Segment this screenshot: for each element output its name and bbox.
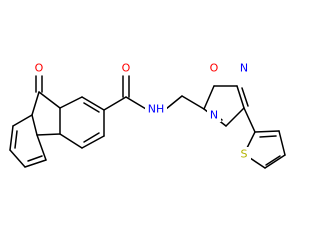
bond: [165, 95, 183, 110]
bond: [125, 96, 147, 110]
bond: [9, 149, 26, 168]
bond: [31, 91, 40, 116]
bond: [241, 87, 249, 107]
bonds: [9, 75, 286, 169]
oxadiazole-oxygen-label: O: [210, 62, 219, 75]
bond: [81, 135, 105, 149]
bond: [27, 155, 43, 162]
bond: [259, 135, 277, 138]
amide-nitrogen-label: NH: [148, 103, 165, 116]
bond: [36, 133, 61, 136]
bond: [181, 95, 205, 110]
bond: [38, 91, 61, 109]
bond: [24, 159, 47, 168]
bond: [59, 96, 83, 109]
bond: [265, 155, 281, 166]
bond: [83, 132, 100, 143]
atom-labels: O O NH O N N S: [32, 61, 251, 161]
bond: [254, 130, 280, 133]
structure-canvas: O O NH O N N S: [9, 61, 286, 169]
oxadiazole-nitrogen-upper-label: N: [240, 62, 248, 75]
amide-oxygen-label: O: [122, 62, 131, 75]
bond: [36, 134, 47, 161]
oxadiazole-nitrogen-lower-label: N: [210, 109, 218, 122]
bond: [81, 96, 105, 111]
bond: [236, 85, 245, 109]
bond: [103, 96, 127, 111]
ketone-oxygen-label: O: [35, 62, 44, 75]
molecule-diagram: O O NH O N N S: [9, 61, 286, 169]
bond: [14, 130, 18, 149]
thiophene-sulfur-label: S: [241, 148, 248, 161]
bond: [12, 114, 33, 127]
bond: [225, 107, 245, 127]
bond: [59, 133, 83, 149]
bond: [31, 114, 38, 136]
bond: [243, 107, 256, 133]
bond: [203, 85, 215, 110]
bond: [264, 154, 286, 169]
bond: [278, 130, 286, 156]
bond: [9, 125, 14, 151]
bond: [83, 102, 100, 113]
